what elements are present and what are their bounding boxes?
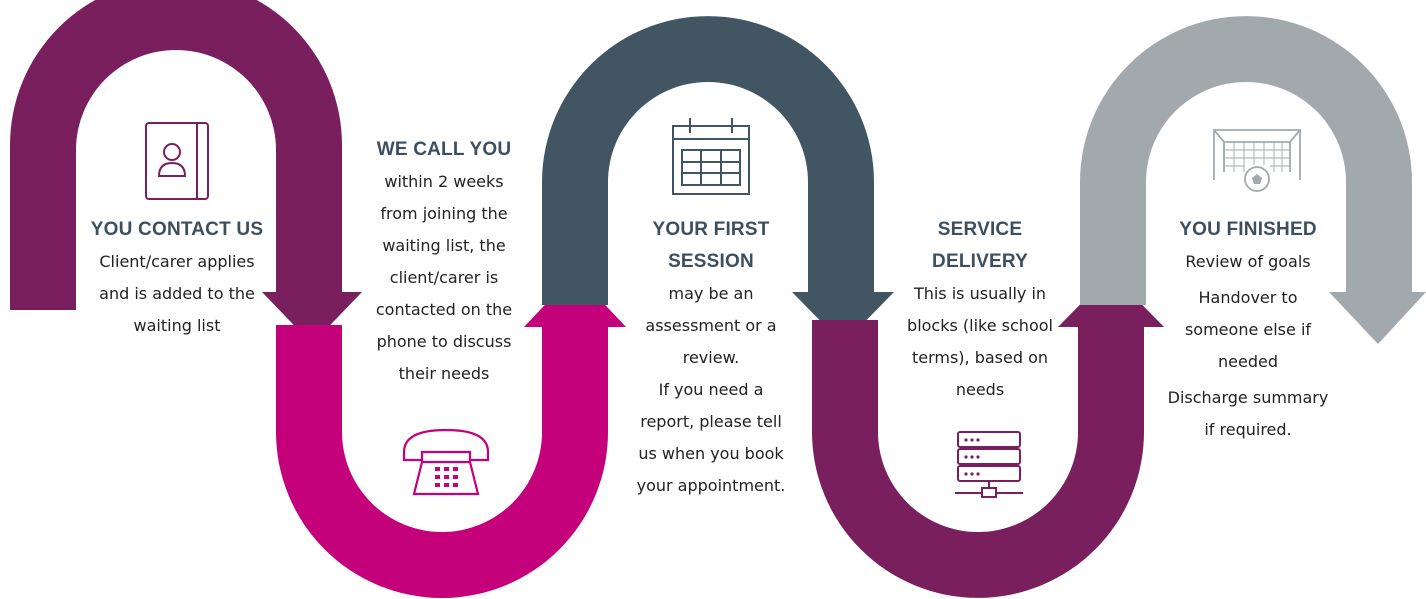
step-text-line: within 2 weeks (384, 172, 504, 191)
step-text-line: This is usually in (913, 284, 1047, 303)
step-title-line: SESSION (668, 251, 754, 272)
step-text-line: your appointment. (636, 476, 786, 495)
step-description: may be an assessment or a review. If you… (611, 278, 811, 502)
step-title: YOU FINISHED (1148, 214, 1348, 246)
step-we-call-you: WE CALL YOU within 2 weeks from joining … (344, 134, 544, 390)
step-description: Review of goals Handover to someone else… (1148, 246, 1348, 446)
step-text-line: their needs (398, 364, 490, 383)
step-text-line: needs (955, 380, 1005, 399)
step-description: Client/carer applies and is added to the… (72, 246, 282, 342)
soccer-goal-icon (1213, 129, 1301, 192)
step-title-line: WE CALL YOU (376, 139, 512, 160)
calendar-icon (672, 118, 750, 195)
band-slate-arch (542, 16, 894, 344)
step-service-delivery: SERVICE DELIVERY This is usually in bloc… (880, 214, 1080, 406)
step-title: YOU CONTACT US (72, 214, 282, 246)
step-text-line: if required. (1204, 420, 1292, 439)
step-title: WE CALL YOU (344, 134, 544, 166)
step-text-line: contacted on the (375, 300, 513, 319)
step-text-line: from joining the (380, 204, 508, 223)
step-text-line: us when you book (638, 444, 784, 463)
step-text-line: report, please tell (640, 412, 782, 431)
step-text-line: waiting list, the (382, 236, 506, 255)
band-grey-arch (1080, 16, 1426, 344)
step-you-finished: YOU FINISHED Review of goals Handover to… (1148, 214, 1348, 446)
step-text-line: phone to discuss (376, 332, 512, 351)
step-text-line: may be an (668, 284, 754, 303)
step-description: This is usually in blocks (like school t… (880, 278, 1080, 406)
step-text-line: and is added to the (99, 284, 255, 303)
step-title-line: DELIVERY (932, 251, 1028, 272)
step-text-line: assessment or a (645, 316, 777, 335)
step-text-line: Client/carer applies (99, 252, 255, 271)
contact-book-icon (145, 122, 209, 200)
step-text-line: Handover to (1198, 288, 1298, 307)
step-text-line: client/carer is (389, 268, 499, 287)
step-title: YOUR FIRST SESSION (611, 214, 811, 278)
band-plum-arch (10, 0, 362, 344)
step-text-line: terms), based on (911, 348, 1049, 367)
step-description: within 2 weeks from joining the waiting … (344, 166, 544, 390)
step-text-line: needed (1218, 352, 1278, 371)
step-text-line: waiting list (133, 316, 221, 335)
step-title-line: SERVICE (937, 219, 1023, 240)
step-text-line: Review of goals (1185, 252, 1311, 271)
server-icon (955, 431, 1023, 498)
step-title-line: YOU CONTACT US (90, 219, 264, 240)
step-text-line: review. (682, 348, 740, 367)
telephone-icon (402, 428, 490, 496)
step-title-line: YOU FINISHED (1179, 219, 1317, 240)
step-title: SERVICE DELIVERY (880, 214, 1080, 278)
step-your-first-session: YOUR FIRST SESSION may be an assessment … (611, 214, 811, 502)
step-text-line: If you need a (658, 380, 764, 399)
step-text-line: blocks (like school (907, 316, 1053, 335)
step-title-line: YOUR FIRST (652, 219, 770, 240)
step-you-contact-us: YOU CONTACT US Client/carer applies and … (72, 214, 282, 342)
step-text-line: Discharge summary (1167, 388, 1329, 407)
step-text-line: someone else if (1184, 320, 1312, 339)
